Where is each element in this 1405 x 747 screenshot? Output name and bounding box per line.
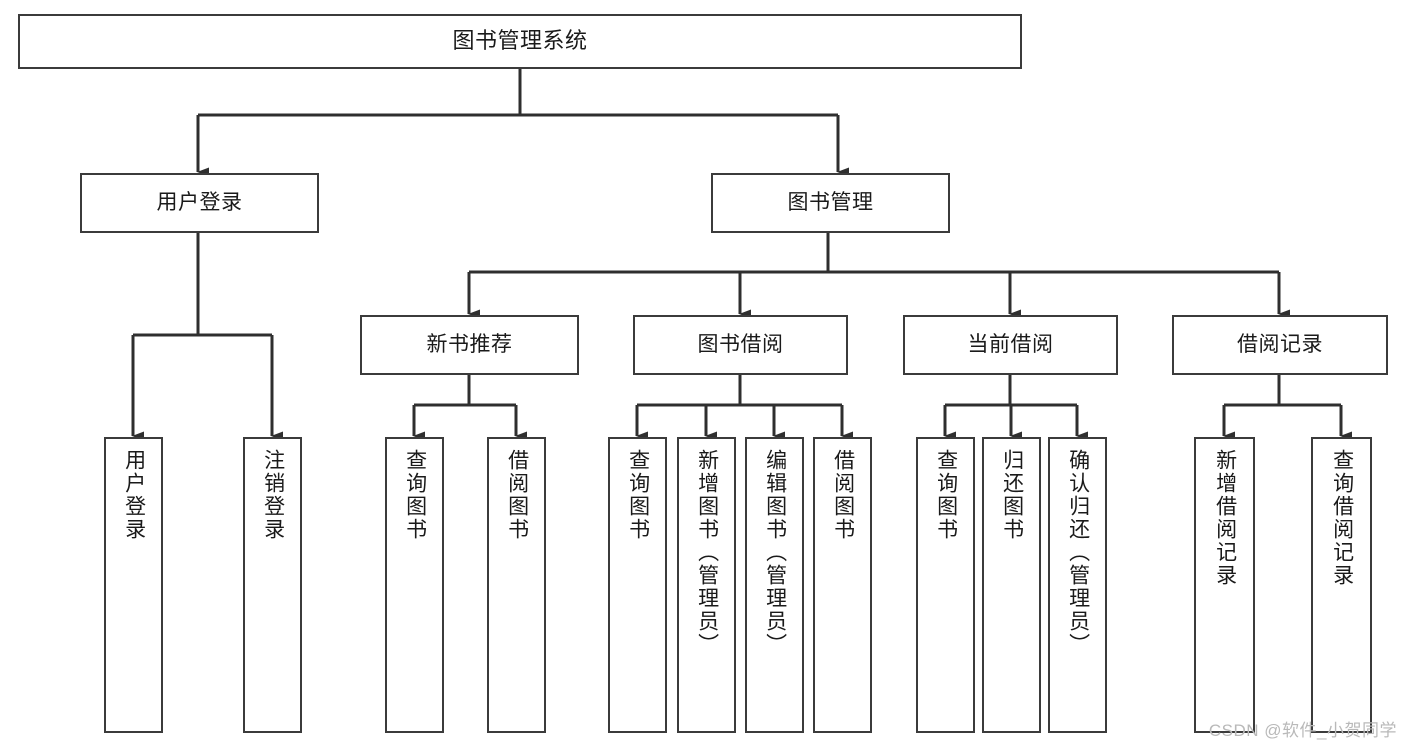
node-label: 编辑图书（管理员） bbox=[763, 449, 787, 656]
node-label: 用户登录 bbox=[156, 191, 243, 215]
node-label: 查询图书 bbox=[934, 449, 958, 541]
leaf-edit-book[interactable]: 编辑图书（管理员） bbox=[745, 437, 804, 733]
node-label: 图书管理 bbox=[787, 191, 874, 215]
node-user-login[interactable]: 用户登录 bbox=[80, 173, 319, 233]
node-borrow-record[interactable]: 借阅记录 bbox=[1172, 315, 1388, 375]
leaf-query-book-2[interactable]: 查询图书 bbox=[608, 437, 667, 733]
leaf-logout-login[interactable]: 注销登录 bbox=[243, 437, 302, 733]
leaf-query-book-1[interactable]: 查询图书 bbox=[385, 437, 444, 733]
leaf-add-book[interactable]: 新增图书（管理员） bbox=[677, 437, 736, 733]
node-label: 新增图书（管理员） bbox=[695, 449, 719, 656]
leaf-query-book-3[interactable]: 查询图书 bbox=[916, 437, 975, 733]
node-label: 借阅图书 bbox=[831, 449, 855, 541]
leaf-borrow-book-1[interactable]: 借阅图书 bbox=[487, 437, 546, 733]
node-label: 图书管理系统 bbox=[452, 28, 588, 54]
node-label: 新书推荐 bbox=[426, 333, 513, 357]
node-root-system[interactable]: 图书管理系统 bbox=[18, 14, 1022, 69]
node-label: 确认归还（管理员） bbox=[1066, 449, 1090, 656]
leaf-add-record[interactable]: 新增借阅记录 bbox=[1194, 437, 1255, 733]
node-book-management[interactable]: 图书管理 bbox=[711, 173, 950, 233]
node-label: 借阅记录 bbox=[1237, 333, 1323, 357]
node-new-book-recommend[interactable]: 新书推荐 bbox=[360, 315, 579, 375]
node-label: 注销登录 bbox=[261, 449, 285, 541]
node-current-borrow[interactable]: 当前借阅 bbox=[903, 315, 1118, 375]
node-label: 图书借阅 bbox=[697, 333, 784, 357]
leaf-query-record[interactable]: 查询借阅记录 bbox=[1311, 437, 1372, 733]
node-label: 用户登录 bbox=[122, 449, 146, 541]
csdn-watermark: CSDN @软件_小贺同学 bbox=[1208, 721, 1397, 740]
node-label: 查询图书 bbox=[626, 449, 650, 541]
node-label: 查询借阅记录 bbox=[1330, 449, 1354, 587]
leaf-confirm-return[interactable]: 确认归还（管理员） bbox=[1048, 437, 1107, 733]
leaf-return-book[interactable]: 归还图书 bbox=[982, 437, 1041, 733]
leaf-user-login[interactable]: 用户登录 bbox=[104, 437, 163, 733]
node-label: 查询图书 bbox=[403, 449, 427, 541]
node-book-borrow[interactable]: 图书借阅 bbox=[633, 315, 848, 375]
node-label: 新增借阅记录 bbox=[1213, 449, 1237, 587]
leaf-borrow-book-2[interactable]: 借阅图书 bbox=[813, 437, 872, 733]
node-label: 当前借阅 bbox=[967, 333, 1054, 357]
node-label: 归还图书 bbox=[1000, 449, 1024, 541]
node-label: 借阅图书 bbox=[505, 449, 529, 541]
